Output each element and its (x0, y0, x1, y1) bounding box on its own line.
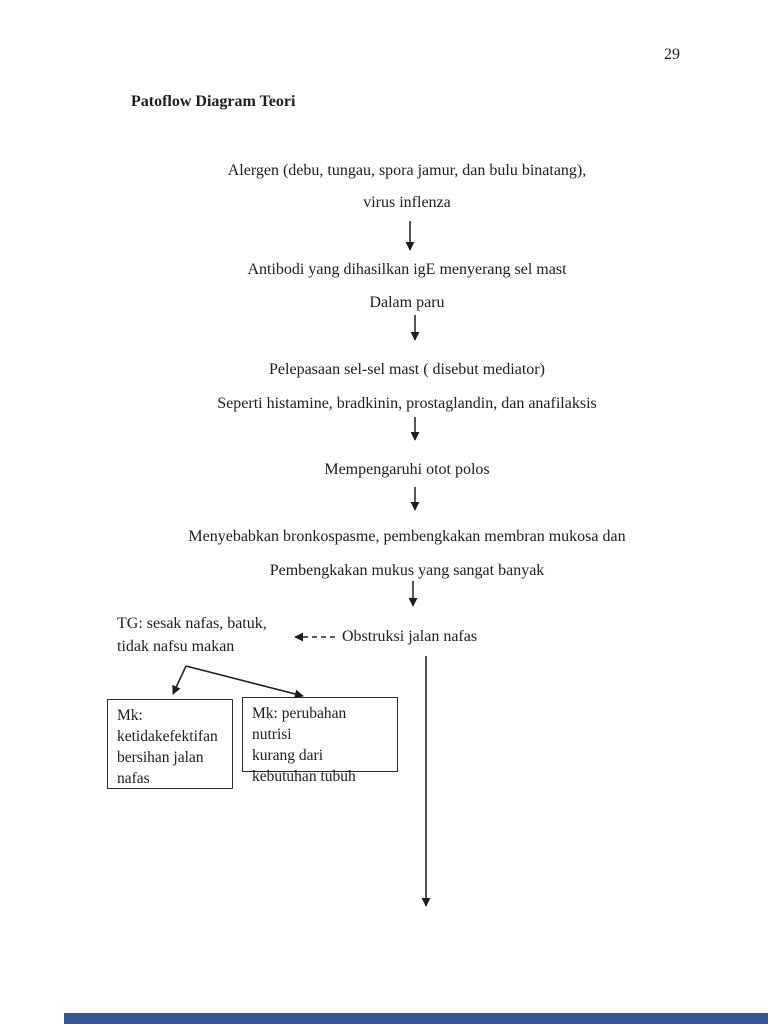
symptoms-line2: tidak nafsu makan (117, 638, 235, 655)
diagnosis-box-line: ketidakefektifan (117, 728, 218, 745)
flow-step-mastcell-line1: Pelepasaan sel-sel mast ( disebut mediat… (269, 361, 545, 378)
flow-step-bronchospasm-line2: Pembengkakan mukus yang sangat banyak (269, 562, 545, 579)
flow-step-allergen-line1: Alergen (debu, tungau, spora jamur, dan … (227, 162, 587, 179)
flow-step-allergen-line2: virus inflenza (363, 194, 451, 211)
diagnosis-box-line: nafas (117, 770, 150, 787)
footer-bar (64, 1013, 768, 1024)
page-number: 29 (664, 46, 680, 63)
diagnosis-box-nutrition: Mk: perubahan nutrisi kurang dari kebutu… (242, 697, 398, 785)
diagnosis-box-line: kurang dari (252, 747, 324, 764)
page-title: Patoflow Diagram Teori (131, 93, 296, 110)
flow-step-antibody-line2: Dalam paru (369, 294, 445, 311)
symptoms-line1: TG: sesak nafas, batuk, (117, 615, 267, 632)
flow-step-bronchospasm-line1: Menyebabkan bronkospasme, pembengkakan m… (188, 528, 626, 545)
obstruction-label: Obstruksi jalan nafas (342, 628, 478, 645)
diagnosis-box-airway-clearance: Mk: ketidakefektifan bersihan jalan nafa… (107, 699, 233, 789)
fork-arrows-icon (172, 665, 304, 699)
flow-step-antibody-line1: Antibodi yang dihasilkan igE menyerang s… (247, 261, 567, 278)
diagnosis-box-line: Mk: (117, 707, 143, 724)
flow-step-smoothmuscle: Mempengaruhi otot polos (324, 461, 490, 478)
diagnosis-box-line: Mk: perubahan nutrisi (252, 705, 347, 743)
diagnosis-box-line: bersihan jalan (117, 749, 204, 766)
flow-step-mastcell-line2: Seperti histamine, bradkinin, prostaglan… (217, 395, 597, 412)
diagnosis-box-line: kebutuhan tubuh (252, 768, 356, 785)
